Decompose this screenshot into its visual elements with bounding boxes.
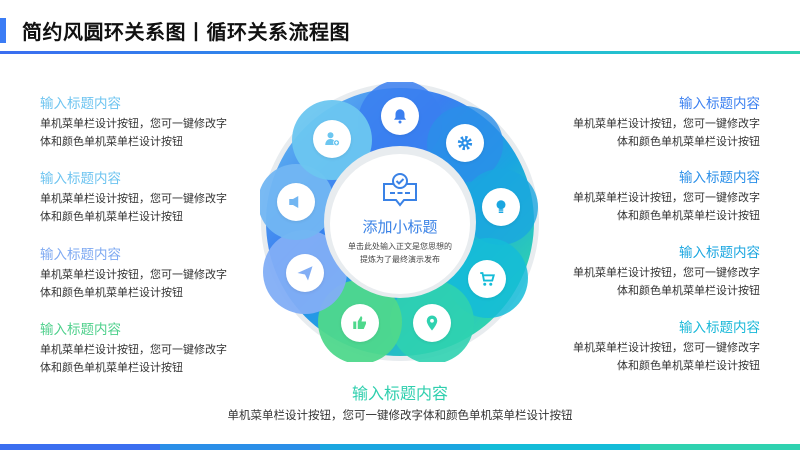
item-desc-line2: 体和颜色单机菜单栏设计按钮 [40, 286, 183, 299]
cart-icon [480, 272, 495, 286]
item-desc-line2: 体和颜色单机菜单栏设计按钮 [617, 359, 760, 372]
item-title: 输入标题内容 [679, 320, 760, 336]
right-item-3: 输入标题内容 单机菜单栏设计按钮，您可一键修改字 体和颜色单机菜单栏设计按钮 [530, 241, 760, 300]
right-item-2: 输入标题内容 单机菜单栏设计按钮，您可一键修改字 体和颜色单机菜单栏设计按钮 [530, 166, 760, 225]
item-desc-line2: 体和颜色单机菜单栏设计按钮 [617, 209, 760, 222]
item-desc-line2: 体和颜色单机菜单栏设计按钮 [617, 135, 760, 148]
item-desc-line1: 单机菜单栏设计按钮，您可一键修改字 [40, 268, 227, 281]
bar-segment [320, 444, 480, 450]
item-desc-line1: 单机菜单栏设计按钮，您可一键修改字 [40, 192, 227, 205]
location-pin-icon [426, 315, 438, 331]
item-desc-line2: 体和颜色单机菜单栏设计按钮 [40, 361, 183, 374]
bar-segment [480, 444, 640, 450]
bottom-item: 输入标题内容 单机菜单栏设计按钮，您可一键修改字体和颜色单机菜单栏设计按钮 [0, 380, 800, 423]
speaker-icon [289, 196, 299, 208]
item-desc-line2: 体和颜色单机菜单栏设计按钮 [40, 135, 183, 148]
item-title: 输入标题内容 [679, 96, 760, 112]
left-item-4: 输入标题内容 单机菜单栏设计按钮，您可一键修改字 体和颜色单机菜单栏设计按钮 [40, 318, 270, 377]
add-user-icon [325, 132, 340, 147]
item-title: 输入标题内容 [40, 171, 121, 187]
item-desc-line1: 单机菜单栏设计按钮，您可一键修改字 [573, 341, 760, 354]
item-title: 输入标题内容 [679, 245, 760, 261]
left-item-2: 输入标题内容 单机菜单栏设计按钮，您可一键修改字 体和颜色单机菜单栏设计按钮 [40, 167, 270, 226]
item-title: 输入标题内容 [40, 247, 121, 263]
bell-icon [394, 109, 406, 124]
center-desc-line1: 单击此处输入正文是您思想的 [348, 242, 452, 251]
location-node[interactable] [413, 304, 451, 342]
bottom-item-title: 输入标题内容 [351, 384, 448, 403]
paper-plane-node[interactable] [286, 254, 324, 292]
bell-node[interactable] [381, 97, 419, 135]
center-desc: 单击此处输入正文是您思想的 提炼为了最终演示发布 [340, 240, 460, 266]
chat-check-icon [383, 173, 417, 207]
right-item-1: 输入标题内容 单机菜单栏设计按钮，您可一键修改字 体和颜色单机菜单栏设计按钮 [530, 92, 760, 151]
lightbulb-node[interactable] [482, 188, 520, 226]
page-title: 简约风圆环关系图丨循环关系流程图 [22, 20, 350, 44]
lightbulb-icon [496, 200, 506, 213]
item-desc-line2: 体和颜色单机菜单栏设计按钮 [40, 210, 183, 223]
thumbs-up-node[interactable] [341, 304, 379, 342]
bottom-item-desc: 单机菜单栏设计按钮，您可一键修改字体和颜色单机菜单栏设计按钮 [227, 408, 573, 422]
title-accent-bar [0, 18, 6, 43]
add-user-node[interactable] [313, 120, 351, 158]
bar-segment [160, 444, 320, 450]
item-desc-line1: 单机菜单栏设计按钮，您可一键修改字 [40, 117, 227, 130]
bar-segment [640, 444, 800, 450]
thumbs-up-icon [353, 316, 366, 329]
gear-node[interactable] [446, 124, 484, 162]
item-desc-line2: 体和颜色单机菜单栏设计按钮 [617, 284, 760, 297]
gear-icon [457, 135, 473, 151]
item-desc-line1: 单机菜单栏设计按钮，您可一键修改字 [573, 266, 760, 279]
left-item-1: 输入标题内容 单机菜单栏设计按钮，您可一键修改字 体和颜色单机菜单栏设计按钮 [40, 92, 270, 151]
ring-diagram: 添加小标题 单击此处输入正文是您思想的 提炼为了最终演示发布 [260, 82, 540, 362]
item-title: 输入标题内容 [40, 96, 121, 112]
right-item-4: 输入标题内容 单机菜单栏设计按钮，您可一键修改字 体和颜色单机菜单栏设计按钮 [530, 316, 760, 375]
left-item-3: 输入标题内容 单机菜单栏设计按钮，您可一键修改字 体和颜色单机菜单栏设计按钮 [40, 243, 270, 302]
cart-node[interactable] [468, 260, 506, 298]
item-title: 输入标题内容 [40, 322, 121, 338]
speaker-node[interactable] [277, 183, 315, 221]
item-desc-line1: 单机菜单栏设计按钮，您可一键修改字 [573, 191, 760, 204]
center-circle: 添加小标题 单击此处输入正文是您思想的 提炼为了最终演示发布 [330, 154, 470, 294]
center-title: 添加小标题 [362, 218, 438, 236]
item-title: 输入标题内容 [679, 170, 760, 186]
bar-segment [0, 444, 160, 450]
center-desc-line2: 提炼为了最终演示发布 [360, 255, 440, 264]
paper-plane-icon [297, 266, 313, 281]
bottom-color-bar [0, 444, 800, 450]
item-desc-line1: 单机菜单栏设计按钮，您可一键修改字 [573, 117, 760, 130]
item-desc-line1: 单机菜单栏设计按钮，您可一键修改字 [40, 343, 227, 356]
title-divider [0, 51, 800, 54]
